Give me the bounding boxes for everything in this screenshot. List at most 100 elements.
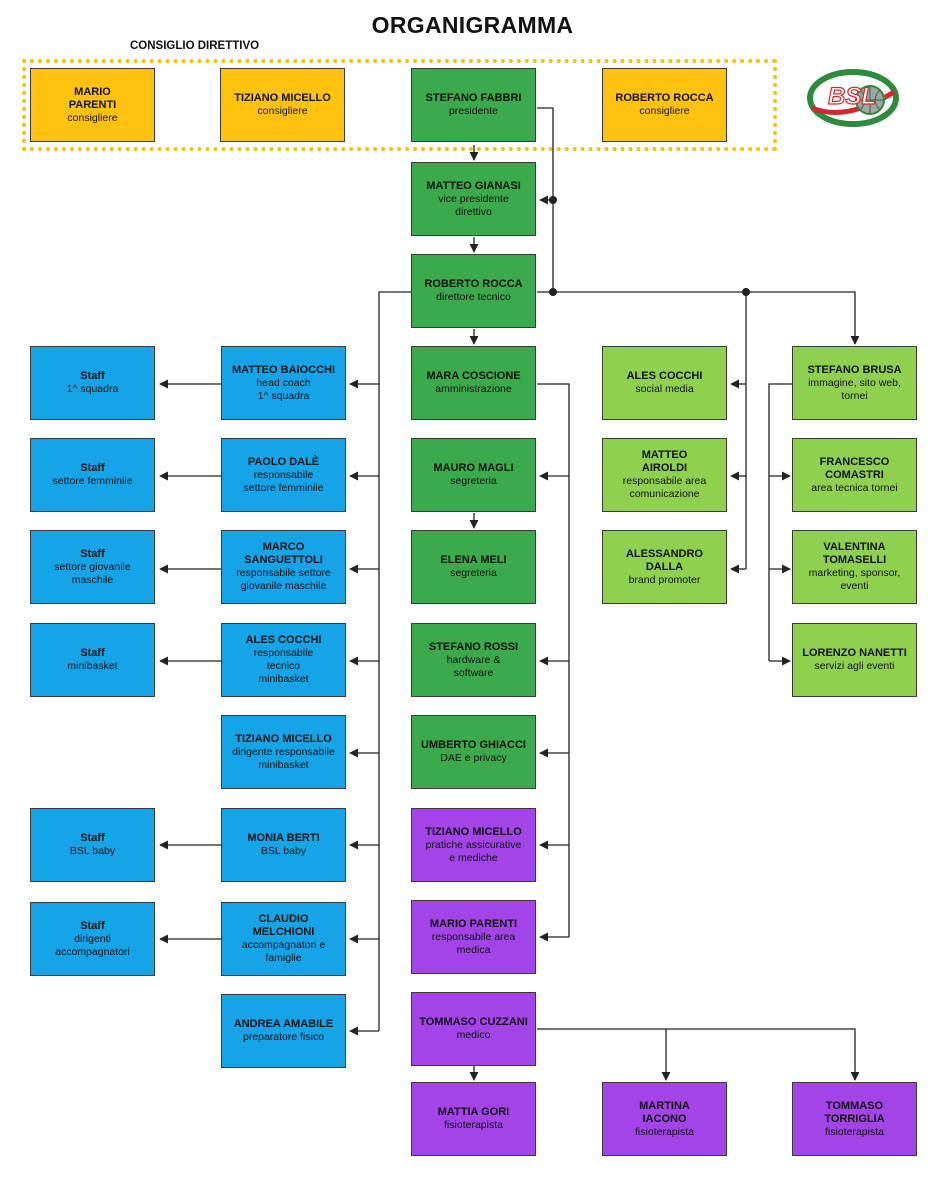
- node-role: consigliere: [67, 111, 118, 124]
- connector-line: [537, 107, 554, 292]
- node-name: TOMMASO CUZZANI: [419, 1016, 528, 1028]
- node-name: UMBERTO GHIACCI: [421, 739, 526, 751]
- node-name: MONIA BERTI: [247, 832, 320, 844]
- node-role: hardware &software: [446, 653, 501, 679]
- node-name: MAURO MAGLI: [433, 462, 514, 474]
- junction-dot: [742, 288, 750, 296]
- node-name: STEFANO FABBRI: [425, 92, 522, 104]
- node-role: immagine, sito web,tornei: [808, 376, 901, 402]
- node-role: direttore tecnico: [436, 291, 511, 303]
- node-role: segreteria: [450, 475, 497, 487]
- node-role: social media: [635, 383, 694, 395]
- node-name: MATTEO BAIOCCHI: [231, 363, 336, 376]
- node-name: MATTEO GIANASI: [426, 179, 521, 192]
- node-role: consigliere: [257, 105, 308, 117]
- node-role: medico: [456, 1029, 491, 1041]
- node-name: Staff: [80, 647, 105, 659]
- node-name: MARIO PARENTI: [429, 917, 518, 930]
- node-role: servizi agli eventi: [814, 660, 895, 672]
- node-role: BSL baby: [69, 845, 116, 857]
- node-name: TIZIANO MICELLO: [234, 92, 331, 104]
- node-name: Staff: [80, 370, 105, 382]
- node-name: ELENA MELI: [440, 554, 507, 566]
- node-name: Staff: [80, 547, 105, 560]
- logo: BSL: [807, 69, 899, 127]
- node-name: ALESSANDRO DALLA: [625, 547, 703, 573]
- node-name: MATTIA GORI: [437, 1106, 510, 1118]
- node-name: STEFANO BRUSA: [807, 363, 902, 376]
- node-name: MARA COSCIONE: [426, 370, 521, 382]
- node-name: PAOLO DALÈ: [247, 455, 320, 468]
- node-role: presidente: [448, 105, 499, 117]
- node-role: segreteria: [450, 567, 497, 579]
- node-name: LORENZO NANETTI: [802, 647, 907, 659]
- node-name: Staff: [80, 832, 105, 844]
- node-role: settore femminile: [52, 475, 133, 487]
- node-role: 1^ squadra: [66, 383, 119, 395]
- node-role: fisioterapista: [444, 1119, 503, 1131]
- node-name: ANDREA AMABILE: [233, 1018, 334, 1030]
- node-role: amministrazione: [435, 383, 512, 395]
- connector-line: [768, 383, 793, 661]
- board-label: CONSIGLIO DIRETTIVO: [130, 40, 260, 52]
- node-name: ROBERTO ROCCA: [615, 92, 714, 104]
- node-name: ALES COCCHI: [626, 370, 703, 382]
- board-frame: [22, 59, 777, 151]
- node-role: area tecnica tornei: [811, 481, 898, 494]
- node-name: Staff: [80, 462, 105, 474]
- node-name: STEFANO ROSSI: [428, 640, 519, 653]
- node-name: ROBERTO ROCCA: [424, 278, 523, 290]
- connector-line: [378, 291, 411, 1031]
- connector-line: [537, 291, 860, 345]
- node-role: marketing, sponsor,eventi: [808, 567, 901, 592]
- node-role: DAE e privacy: [440, 752, 507, 764]
- junction-dot: [549, 288, 557, 296]
- logo-text: BSL: [828, 83, 876, 110]
